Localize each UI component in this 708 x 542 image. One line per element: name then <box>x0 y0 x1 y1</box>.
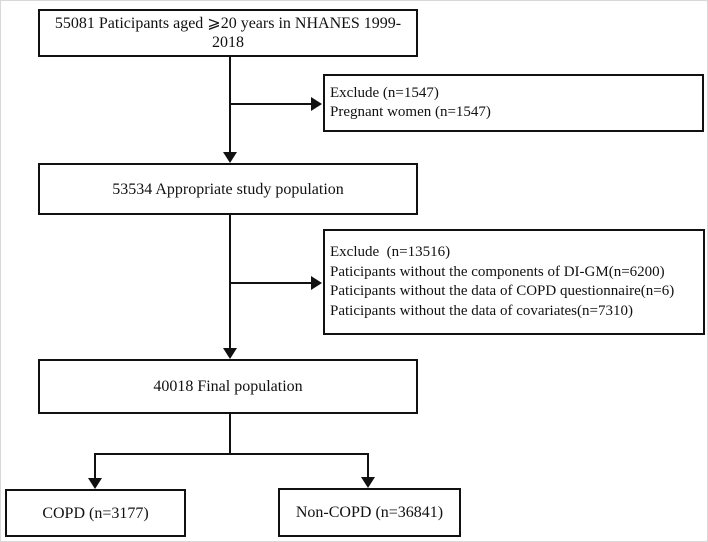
non-copd-label: Non-COPD (n=36841) <box>295 504 444 521</box>
box-exclude-1: Exclude (n=1547) Pregnant women (n=1547) <box>323 74 704 132</box>
exclude2-line: Paticipants without the data of COPD que… <box>330 283 675 299</box>
initial-population-label: 55081 Paticipants aged ⩾20 years in NHAN… <box>54 15 402 51</box>
exclude1-line: Pregnant women (n=1547) <box>330 104 491 120</box>
copd-label: COPD (n=3177) <box>42 504 149 522</box>
exclude1-line: Exclude (n=1547) <box>330 84 439 101</box>
arrowhead-down-icon <box>223 348 237 359</box>
box-non-copd: Non-COPD (n=36841) <box>278 488 461 537</box>
arrowhead-right-icon <box>311 97 322 111</box>
box-final-population: 40018 Final population <box>38 359 418 414</box>
connector-v2 <box>229 215 231 348</box>
connector-v1 <box>229 57 231 153</box>
arrowhead-down-icon <box>361 477 375 488</box>
final-population-label: 40018 Final population <box>153 378 303 395</box>
connector-v-left <box>94 453 96 479</box>
arrowhead-down-icon <box>223 152 237 163</box>
connector-v-right <box>367 453 369 478</box>
exclude2-line: Paticipants without the data of covariat… <box>330 302 633 319</box>
connector-tbar <box>95 453 369 455</box>
box-initial-population: 55081 Paticipants aged ⩾20 years in NHAN… <box>38 9 418 57</box>
exclude2-line: Exclude (n=13516) <box>330 244 451 260</box>
box-appropriate-population: 53534 Appropriate study population <box>38 163 418 215</box>
arrowhead-right-icon <box>311 276 322 290</box>
box-exclude-2: Exclude (n=13516) Paticipants without th… <box>323 229 705 335</box>
appropriate-population-label: 53534 Appropriate study population <box>112 180 344 198</box>
connector-h1 <box>230 103 311 105</box>
connector-h2 <box>230 282 311 284</box>
exclude2-line: Paticipants without the components of DI… <box>330 263 665 280</box>
connector-v3 <box>229 414 231 455</box>
box-copd: COPD (n=3177) <box>5 489 186 537</box>
arrowhead-down-icon <box>88 478 102 489</box>
